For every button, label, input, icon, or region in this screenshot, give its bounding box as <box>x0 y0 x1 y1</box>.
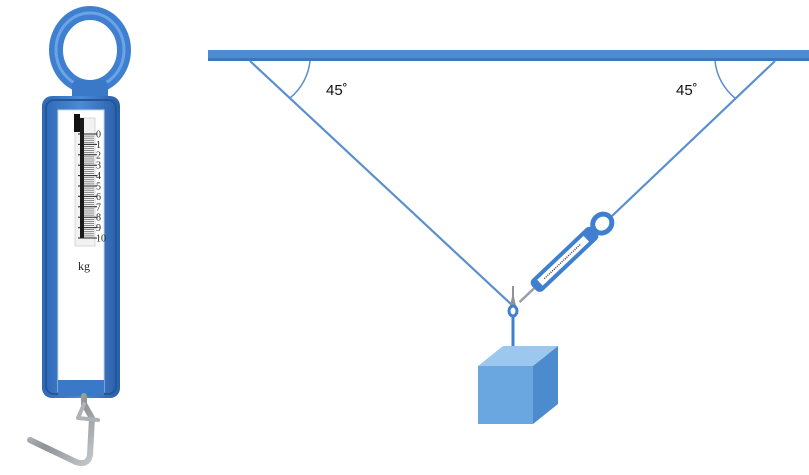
scale-ticks <box>78 118 97 239</box>
angle-label-left: 45˚ <box>326 82 348 99</box>
rope-right-upper <box>611 60 776 217</box>
scale-number-label: 9 <box>96 223 101 234</box>
scale-hook <box>27 393 95 467</box>
block-front <box>478 366 533 424</box>
scale-pointer <box>74 114 80 132</box>
scale-number-label: 0 <box>96 130 101 141</box>
small-scale-hook <box>518 287 535 303</box>
angle-label-right: 45˚ <box>676 82 698 99</box>
rope-left <box>249 60 514 307</box>
scale-number-label: 1 <box>96 140 101 151</box>
scale-number-label: 3 <box>96 161 101 172</box>
ceiling-beam <box>208 50 809 61</box>
scale-hook-back <box>76 402 100 422</box>
angle-arc-right <box>714 60 736 99</box>
scale-number-label: 10 <box>96 234 106 245</box>
spring-scale-small <box>518 211 615 303</box>
scale-number-label: 6 <box>96 192 101 203</box>
scale-number-label: 2 <box>96 150 101 161</box>
rope-knot <box>507 286 519 346</box>
block-top <box>478 346 558 366</box>
small-scale-ring <box>590 211 615 236</box>
angle-arc-left <box>289 60 311 99</box>
block-side <box>533 346 558 424</box>
hanging-block <box>478 346 558 424</box>
scale-spring-bar <box>80 118 84 238</box>
scale-number-label: 7 <box>96 202 101 213</box>
small-scale-face <box>537 235 590 286</box>
scale-number-label: 4 <box>96 171 101 182</box>
scale-bottom-cap <box>58 380 104 396</box>
scale-number-label: 5 <box>96 182 101 193</box>
ceiling-beam-shade <box>208 58 809 61</box>
scale-unit-label: kg <box>78 259 90 273</box>
scale-top-ring-highlight <box>54 11 126 89</box>
scale-number-label: 8 <box>96 213 101 224</box>
small-scale-ticks <box>543 243 581 280</box>
